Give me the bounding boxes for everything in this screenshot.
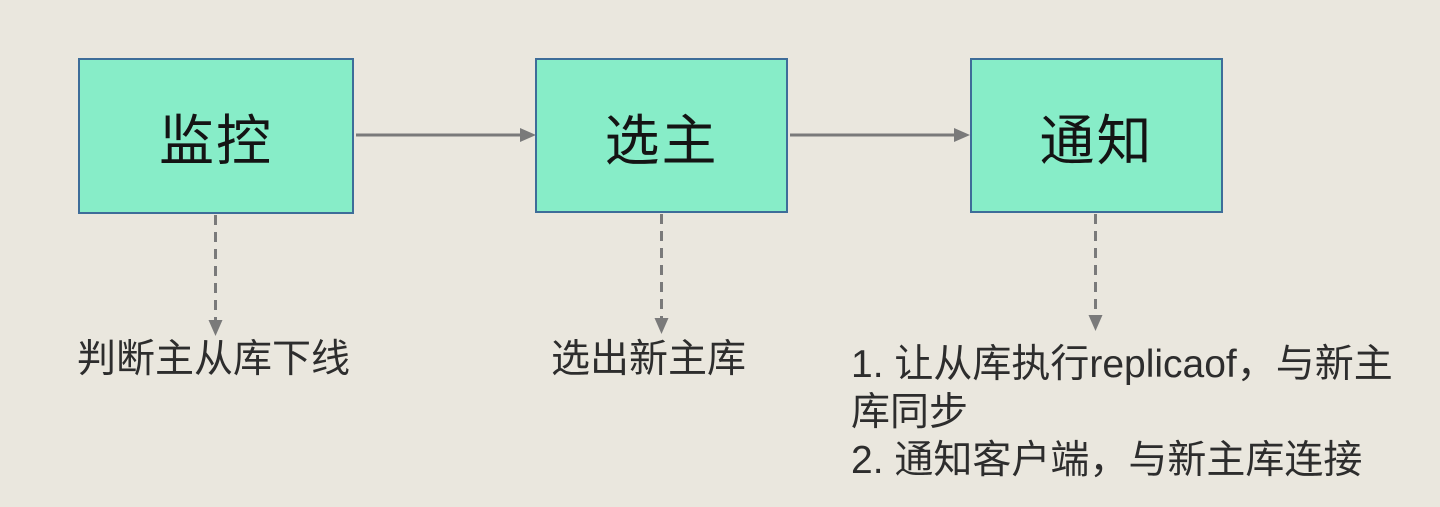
annotation-notify: 1. 让从库执行replicaof，与新主 库同步 2. 通知客户端，与新主库连… — [851, 341, 1393, 485]
annotation-notify-line-2: 库同步 — [851, 391, 969, 434]
annotation-elect: 选出新主库 — [551, 336, 746, 384]
annotation-monitor-line: 判断主从库下线 — [77, 338, 351, 381]
dashed-arrow-elect-result — [654, 214, 669, 334]
step-node-monitor: 监控 — [78, 58, 354, 214]
annotation-monitor: 判断主从库下线 — [77, 336, 350, 384]
annotation-elect-line: 选出新主库 — [551, 338, 747, 381]
step-node-elect-label: 选主 — [604, 109, 719, 172]
annotation-notify-line-3: 2. 通知客户端，与新主库连接 — [851, 439, 1363, 482]
annotation-notify-line-1: 1. 让从库执行replicaof，与新主 — [851, 343, 1393, 386]
flow-arrow-elect-to-notify — [790, 128, 970, 142]
step-node-monitor-label: 监控 — [158, 110, 273, 172]
step-node-elect: 选主 — [535, 58, 788, 213]
step-node-notify: 通知 — [970, 58, 1223, 213]
step-node-notify-label: 通知 — [1039, 109, 1154, 172]
flow-arrow-monitor-to-elect — [356, 128, 536, 142]
dashed-arrow-notify-result — [1088, 214, 1103, 331]
dashed-arrow-monitor-result — [208, 215, 223, 336]
